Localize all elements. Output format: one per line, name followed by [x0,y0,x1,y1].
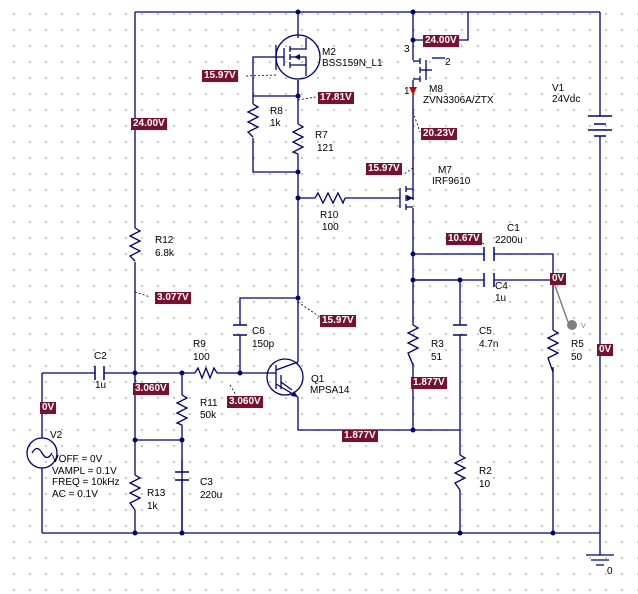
v2-ref: V2 [50,430,63,441]
c3-value: 220u [200,490,223,501]
r8-value: 1k [270,118,281,129]
r13-value: 1k [147,501,158,512]
voltage-q1-collector: 15.97V [320,315,356,327]
m7-ref: M7 [438,165,452,176]
voltage-emitter: 1.877V [342,430,378,442]
m2-value: BSS159N_L1 [322,58,383,69]
voltage-m7-gate: 15.97V [366,163,402,175]
r3-value: 51 [431,352,443,363]
m8-pin1: 1 [404,86,410,97]
r11-ref: R11 [200,398,218,409]
v2-vampl: VAMPL = 0.1V [52,466,117,477]
voltage-v1-minus: 0V [597,344,614,356]
r8-ref: R8 [270,106,283,117]
m7-value: IRF9610 [432,176,471,187]
c5-ref: C5 [479,326,492,337]
r12-value: 6.8k [155,248,174,259]
v2-freq: FREQ = 10kHz [52,477,120,488]
v2-voff: VOFF = 0V [52,454,103,465]
probe-label: V [581,323,586,330]
v1-value: 24Vdc [552,94,581,105]
m2-ref: M2 [322,47,336,58]
c3-ref: C3 [200,477,213,488]
voltage-m2-gate: 15.97V [202,70,238,82]
voltage-m8-drain: 24.00V [423,35,459,47]
r11-value: 50k [200,410,217,421]
c2-ref: C2 [94,351,107,362]
q1-ref: Q1 [311,374,325,385]
voltage-supply-rail: 24.00V [131,118,167,130]
r10-value: 100 [322,222,339,233]
r7-ref: R7 [315,130,328,141]
r9-ref: R9 [193,339,206,350]
c2-value: 1u [95,380,107,391]
voltage-c1-node: 10.67V [446,233,482,245]
voltage-m7-source: 20.23V [421,128,457,140]
r3-ref: R3 [431,339,444,350]
voltage-r12-bottom: 3.077V [155,292,191,304]
v1-ref: V1 [552,83,565,94]
voltage-input: 0V [40,402,57,414]
r5-value: 50 [571,352,583,363]
q1-value: MPSA14 [310,385,350,396]
r12-ref: R12 [155,235,174,246]
c6-ref: C6 [252,326,265,337]
c6-value: 150p [252,339,275,350]
voltage-r3-bottom: 1.877V [411,377,447,389]
c5-value: 4.7n [479,339,499,350]
r5-ref: R5 [571,339,584,350]
voltage-q1-base: 3.060V [227,396,263,408]
r2-value: 10 [479,479,491,490]
voltage-m2-source: 17.81V [318,92,354,104]
m8-ref: M8 [429,84,443,95]
voltage-output: 0V [550,273,567,285]
ground-label: 0 [607,566,613,577]
r9-value: 100 [193,352,210,363]
r13-ref: R13 [147,488,166,499]
voltage-bias-node: 3.060V [133,383,169,395]
c4-value: 1u [495,293,507,304]
c1-ref: C1 [507,223,520,234]
m8-value: ZVN3306A/ZTX [423,95,494,106]
m8-pin3: 3 [404,44,410,55]
c1-value: 2200u [495,235,523,246]
r7-value: 121 [317,143,334,154]
r2-ref: R2 [479,466,492,477]
r10-ref: R10 [320,210,339,221]
c4-ref: C4 [495,281,508,292]
m8-pin2: 2 [445,57,451,68]
v2-ac: AC = 0.1V [52,489,98,500]
